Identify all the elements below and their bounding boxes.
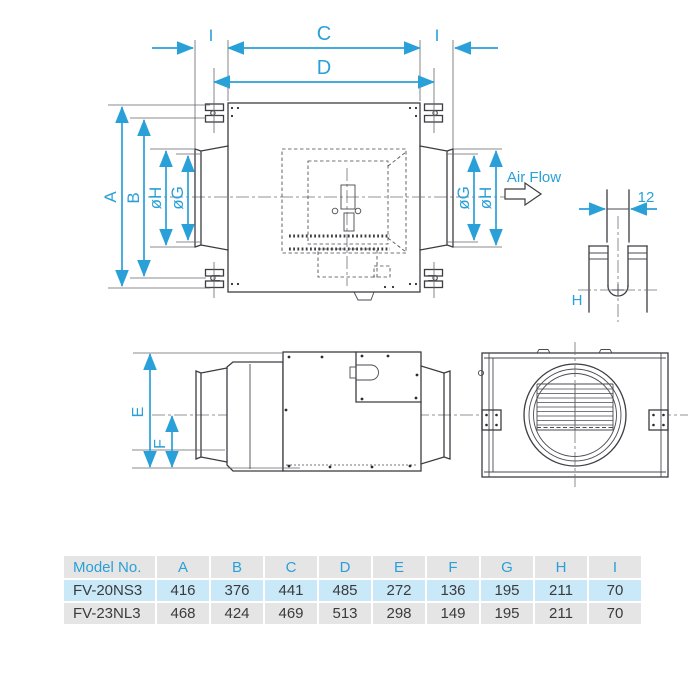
table-header-b: B — [211, 556, 263, 578]
table-cell: 416 — [157, 580, 209, 601]
dim-label-b: B — [124, 192, 143, 203]
end-view-bracket-left — [481, 409, 502, 431]
table-cell: 469 — [265, 603, 317, 624]
table-header-f: F — [427, 556, 479, 578]
hook-bottom-left — [204, 268, 225, 289]
fan-section-box — [282, 351, 422, 472]
dim-label-oh-left: øH — [146, 187, 165, 210]
dim-label-i-right: I — [435, 26, 440, 45]
side-left-flange — [195, 367, 228, 463]
dim-label-c: C — [317, 23, 331, 45]
table-cell: 136 — [427, 580, 479, 601]
dim-label-12: 12 — [638, 189, 655, 206]
hook-top-right — [423, 103, 444, 123]
dimensions-table: Model No. A B C D E F G H I FV-20NS3 416… — [64, 556, 641, 624]
dim-label-h: H — [572, 292, 583, 309]
table-header-g: G — [481, 556, 533, 578]
mounting-hooks — [204, 103, 444, 289]
table-header-model: Model No. — [64, 556, 155, 578]
left-duct-flange — [194, 145, 229, 251]
screw-dots — [284, 354, 419, 469]
right-duct-flange — [419, 145, 454, 251]
air-flow-arrow-icon — [504, 181, 543, 207]
table-cell: 195 — [481, 603, 533, 624]
inlet-box — [226, 361, 284, 472]
dim-label-og-right: øG — [454, 186, 473, 210]
table-cell: 272 — [373, 580, 425, 601]
interior-fan-assembly — [281, 148, 407, 278]
dim-label-f: F — [152, 439, 169, 449]
dim-label-a: A — [101, 191, 120, 203]
hook-bottom-right — [423, 268, 444, 289]
side-view — [152, 351, 688, 472]
dim-label-d: D — [317, 57, 331, 79]
center-cross-mark — [612, 284, 624, 296]
motor-hub — [340, 184, 356, 210]
table-header-i: I — [589, 556, 641, 578]
dim-label-i-left: I — [209, 26, 214, 45]
hanger-bracket-detail: 12 H — [572, 189, 658, 322]
table-cell: 211 — [535, 603, 587, 624]
dimension-drawing: I C I D A B øH øG øG øH Air Flow 12 — [101, 23, 688, 489]
table-header-c: C — [265, 556, 317, 578]
dim-label-oh-right: øH — [476, 187, 495, 210]
table-cell: 70 — [589, 603, 641, 624]
table-cell: 485 — [319, 580, 371, 601]
top-view-dimensions: I C I D A B øH øG øG øH Air Flow — [101, 23, 561, 298]
bottom-latch-tab — [353, 291, 375, 301]
table-cell: 376 — [211, 580, 263, 601]
table-cell: 441 — [265, 580, 317, 601]
top-view — [148, 102, 535, 301]
table-cell: 513 — [319, 603, 371, 624]
table-cell: 149 — [427, 603, 479, 624]
table-cell: 70 — [589, 580, 641, 601]
table-cell: 211 — [535, 580, 587, 601]
side-right-flange — [420, 365, 451, 465]
table-cell: 468 — [157, 603, 209, 624]
top-tabs — [536, 349, 613, 354]
air-flow-label: Air Flow — [507, 169, 561, 186]
dim-label-og-left: øG — [168, 186, 187, 210]
table-row-model: FV-20NS3 — [64, 580, 155, 601]
rivet-dots — [230, 106, 418, 289]
end-view — [477, 342, 669, 489]
dim-label-e: E — [130, 407, 147, 418]
table-cell: 195 — [481, 580, 533, 601]
side-view-dimensions: E F — [130, 352, 300, 469]
table-row-model: FV-23NL3 — [64, 603, 155, 624]
hanger-bracket-outline — [588, 245, 648, 313]
table-header-e: E — [373, 556, 425, 578]
table-cell: 424 — [211, 603, 263, 624]
end-view-bracket-right — [648, 409, 669, 431]
conduit-connector — [356, 364, 379, 381]
hook-top-left — [204, 103, 225, 123]
side-knockout — [477, 369, 485, 377]
table-header-a: A — [157, 556, 209, 578]
table-header-d: D — [319, 556, 371, 578]
table-header-h: H — [535, 556, 587, 578]
table-cell: 298 — [373, 603, 425, 624]
unit-body-outline — [227, 102, 421, 293]
